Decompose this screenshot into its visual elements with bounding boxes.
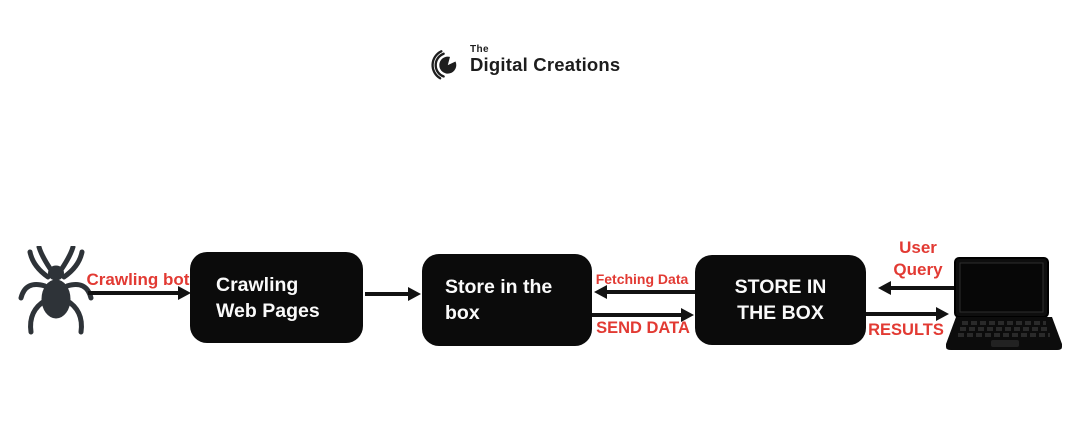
brand-top-label: The bbox=[470, 44, 489, 55]
store-in-the-box-box: Store in the box bbox=[422, 254, 592, 346]
send-data-label: SEND DATA bbox=[596, 319, 690, 337]
spider-icon bbox=[18, 244, 94, 340]
results-label: RESULTS bbox=[868, 321, 944, 339]
crawl-to-store-arrow bbox=[365, 292, 409, 296]
fetching-data-arrow bbox=[606, 290, 695, 294]
box-line: THE BOX bbox=[737, 302, 824, 324]
user-query-arrow bbox=[890, 286, 954, 290]
user-query-line: Query bbox=[893, 259, 943, 279]
brand-text: The Digital Creations bbox=[470, 44, 620, 75]
brand-name-label: Digital Creations bbox=[470, 54, 621, 75]
store-in-the-box-caps-box: STORE IN THE BOX bbox=[695, 255, 866, 345]
fetching-data-label: Fetching Data bbox=[595, 271, 689, 287]
send-data-arrow bbox=[592, 313, 682, 317]
crawling-web-pages-box: Crawling Web Pages bbox=[190, 252, 363, 343]
results-arrow bbox=[866, 312, 937, 316]
box-line: STORE IN bbox=[734, 276, 827, 298]
box-line: Crawling bbox=[216, 273, 299, 296]
crawling-bot-arrow bbox=[88, 291, 179, 295]
laptop-icon bbox=[944, 255, 1064, 355]
digital-creations-logo-icon bbox=[431, 50, 457, 80]
crawling-bot-label: Crawling bot bbox=[86, 270, 190, 289]
box-line: Web Pages bbox=[216, 299, 320, 322]
user-query-line: User bbox=[899, 238, 937, 257]
user-query-label: User Query bbox=[878, 237, 958, 280]
box-line: Store in the bbox=[445, 276, 553, 298]
box-line: box bbox=[445, 302, 480, 324]
brand-logo: The Digital Creations bbox=[429, 44, 620, 86]
